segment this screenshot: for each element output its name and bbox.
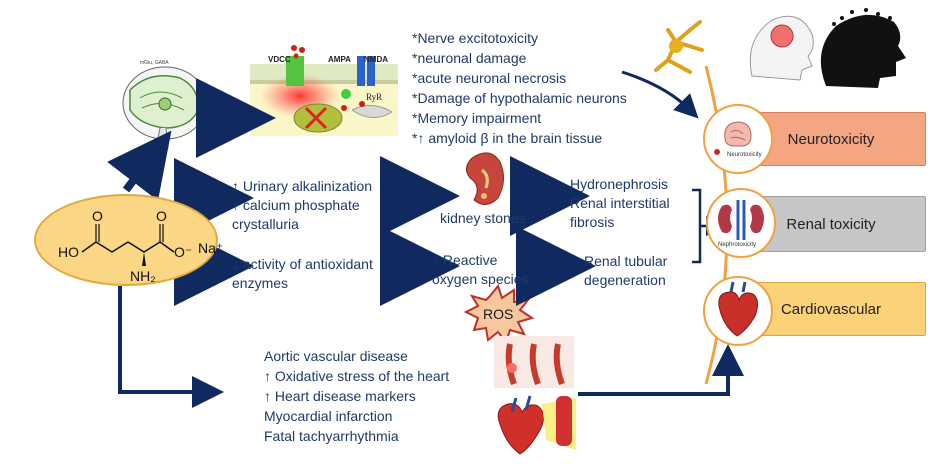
neuro-effect-2: *acute neuronal necrosis — [412, 70, 567, 86]
ryr-label: RyR — [366, 92, 382, 102]
renal-outcome-b-0: Renal tubular — [584, 253, 668, 269]
renal-b-line-0: ↓ activity of antioxidant — [232, 256, 373, 272]
renal-toxicity-circle: Nephrotoxicity — [706, 188, 776, 258]
nmda-label: NMDA — [364, 55, 388, 64]
mol-carboxylate: O⁻ — [174, 244, 193, 260]
cardio-effect-2: ↑ Heart disease markers — [264, 388, 416, 404]
kidneys-icon — [718, 200, 764, 240]
renal-outcome-a-1: Renal interstitial — [570, 195, 670, 211]
renal-a-line-1: ↑ calcium phosphate — [232, 197, 360, 213]
cardio-effect-1: ↑ Oxidative stress of the heart — [264, 368, 450, 384]
neurotoxicity-circle: Neurotoxicity — [703, 104, 773, 174]
renal-outcome-a-2: fibrosis — [570, 214, 615, 230]
ampa-label: AMPA — [328, 55, 351, 64]
head-profile-image — [749, 15, 814, 81]
cardio-effect-4: Fatal tachyarrhythmia — [264, 428, 399, 444]
synapse-panel-image — [250, 45, 398, 136]
vdcc-label: VDCC — [268, 55, 291, 64]
neuro-effect-5: *↑ amyloid β in the brain tissue — [412, 130, 603, 146]
renal-a-line-0: ↑ Urinary alkalinization — [232, 178, 373, 194]
neurotoxicity-circle-label: Neurotoxicity — [727, 152, 762, 158]
neuro-effect-3: *Damage of hypothalamic neurons — [412, 90, 627, 106]
brain-image-label: mGlu, GABA — [140, 60, 169, 66]
mol-amine: NH₂ — [130, 268, 156, 284]
mol-sodium: Na⁺ — [198, 240, 224, 256]
ros-line-1: oxygen species — [432, 271, 529, 287]
renal-outcome-a-0: Hydronephrosis — [570, 176, 669, 192]
arrow-molecule-to-cardio — [118, 286, 224, 408]
brain-sagittal-image — [122, 66, 208, 149]
arrow-molecule-to-brain — [107, 130, 172, 201]
brain-icon — [714, 121, 752, 155]
arrow-neuro-to-outcome — [621, 70, 699, 119]
renal-a-line-2: crystalluria — [232, 216, 299, 232]
neuron-image — [654, 20, 704, 74]
dotted-head-image — [820, 8, 906, 89]
renal-outcome-b-1: degeneration — [584, 272, 666, 288]
neuro-effect-0: *Nerve excitotoxicity — [412, 30, 539, 46]
ros-badge: ROS — [483, 306, 514, 322]
mol-oxygen-left: O — [92, 208, 103, 224]
renal-b-line-1: enzymes — [232, 275, 289, 291]
arrow-cardio-to-outcome — [578, 344, 744, 396]
kidney-stones-label: kidney stones — [440, 210, 526, 226]
mol-hydroxyl: HO — [58, 244, 79, 260]
aorta-image — [494, 336, 574, 388]
heart-icon — [718, 281, 759, 337]
ros-line-0: ↑ Reactive — [432, 252, 498, 268]
cardiovascular-circle — [703, 276, 773, 346]
mol-oxygen-right: O — [156, 208, 167, 224]
msg-molecule: O O HO O⁻ Na⁺ NH₂ — [34, 194, 223, 286]
neuro-effect-1: *neuronal damage — [412, 50, 527, 66]
kidney-image — [466, 152, 504, 205]
molecule-structure — [81, 224, 175, 266]
heart-bottom-image — [497, 395, 576, 455]
renal-toxicity-circle-label: Nephrotoxicity — [718, 242, 757, 248]
cardio-effect-3: Myocardial infarction — [264, 408, 393, 424]
neuro-effect-4: *Memory impairment — [412, 110, 542, 126]
cardio-effect-0: Aortic vascular disease — [264, 348, 408, 364]
